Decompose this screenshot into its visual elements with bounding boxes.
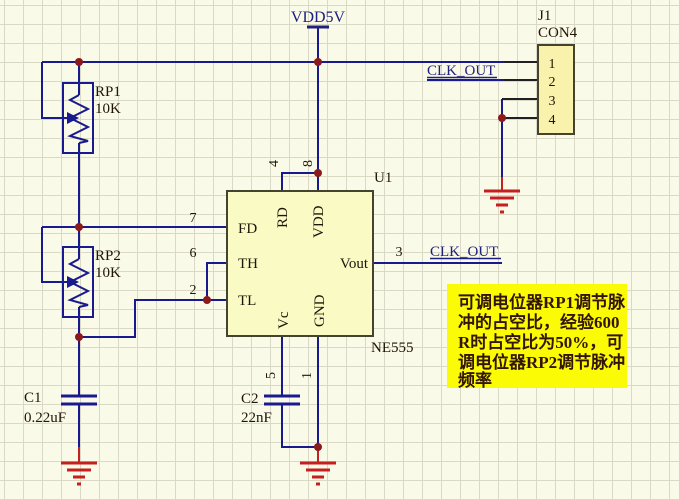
u1-pin-gnd-name: GND bbox=[312, 294, 328, 327]
u1-pin4-number: 4 bbox=[267, 160, 282, 167]
note-line-1: 可调电位器RP1调节脉 bbox=[458, 292, 626, 312]
vdd-label: VDD5V bbox=[291, 9, 346, 26]
c1-value: 0.22uF bbox=[24, 410, 66, 426]
u1-pin-rd-name: RD bbox=[275, 207, 291, 228]
j1-pin2-label: 2 bbox=[549, 75, 556, 90]
u1-ref: U1 bbox=[374, 170, 392, 186]
u1-pin8-number: 8 bbox=[301, 160, 316, 167]
u1-pin-vc-name: Vc bbox=[276, 311, 292, 329]
u1-pin-th-name: TH bbox=[238, 256, 258, 272]
note-background bbox=[447, 284, 627, 388]
j1-pin1-label: 1 bbox=[549, 57, 556, 72]
annotation-note: 可调电位器RP1调节脉 冲的占空比，经验600 R时占空比为50%，可 调电位器… bbox=[447, 284, 627, 390]
ground-c1 bbox=[61, 447, 97, 486]
rp1-resistor-icon bbox=[67, 94, 91, 144]
junction-dot bbox=[75, 58, 83, 66]
wire-c2-bottom bbox=[281, 404, 318, 448]
rp2-potentiometer: RP2 10K bbox=[62, 246, 121, 318]
rp2-ref: RP2 bbox=[95, 248, 121, 264]
rp1-body bbox=[62, 82, 94, 154]
u1-pin3-number: 3 bbox=[396, 245, 403, 260]
junction-dot bbox=[314, 443, 322, 451]
rp2-wiper-arrow-icon bbox=[67, 276, 79, 288]
wire-rp1-wiper-loop bbox=[41, 62, 68, 119]
rp1-potentiometer: RP1 10K bbox=[62, 82, 121, 154]
u1-pin7-number: 7 bbox=[190, 211, 197, 226]
junction-dot bbox=[498, 114, 506, 122]
c1-capacitor: C1 0.22uF bbox=[24, 390, 97, 426]
j1-pin4-label: 4 bbox=[549, 113, 556, 128]
ground-j1 bbox=[484, 177, 520, 214]
wire-tl bbox=[79, 299, 227, 338]
rp1-value: 10K bbox=[95, 101, 121, 117]
u1-pin5-number: 5 bbox=[264, 372, 279, 379]
u1-pin-tl-name: TL bbox=[238, 293, 256, 309]
note-line-5: 频率 bbox=[458, 370, 492, 390]
j1-ref: J1 bbox=[538, 8, 551, 24]
c2-capacitor: C2 22nF bbox=[241, 391, 300, 426]
u1-pin2-number: 2 bbox=[190, 283, 197, 298]
clkout-net-label-top: CLK_OUT bbox=[427, 63, 495, 79]
ground-ic bbox=[300, 447, 336, 486]
rp1-ref: RP1 bbox=[95, 84, 121, 100]
j1-pin3-label: 3 bbox=[549, 94, 556, 109]
vdd-power-symbol: VDD5V bbox=[291, 9, 346, 29]
u1-body bbox=[226, 190, 374, 337]
rp2-body bbox=[62, 246, 94, 318]
junction-dot bbox=[75, 333, 83, 341]
rp1-wiper-arrow-icon bbox=[67, 112, 79, 124]
junction-dots bbox=[75, 58, 506, 451]
note-line-4: 调电位器RP2调节脉冲 bbox=[458, 352, 625, 372]
wire-rp2-wiper-loop bbox=[41, 227, 68, 283]
u1-pin-fd-name: FD bbox=[238, 221, 257, 237]
rp2-value: 10K bbox=[95, 265, 121, 281]
wires bbox=[41, 27, 538, 448]
net-labels: CLK_OUT CLK_OUT bbox=[427, 63, 501, 260]
clkout-net-label-vout: CLK_OUT bbox=[430, 244, 498, 260]
j1-body bbox=[537, 44, 575, 135]
junction-dot bbox=[203, 296, 211, 304]
wire-rd bbox=[281, 172, 318, 191]
junction-dot bbox=[314, 169, 322, 177]
u1-pin6-number: 6 bbox=[190, 246, 197, 261]
u1-pin1-number: 1 bbox=[300, 372, 315, 379]
junction-dot bbox=[75, 223, 83, 231]
c2-value: 22nF bbox=[241, 410, 272, 426]
u1-part: NE555 bbox=[371, 340, 414, 356]
note-line-2: 冲的占空比，经验600 bbox=[458, 312, 620, 332]
j1-connector: J1 CON4 1 2 3 4 bbox=[537, 8, 578, 135]
junction-dot bbox=[314, 58, 322, 66]
connector-pin-stubs bbox=[502, 61, 538, 119]
wire-th bbox=[206, 262, 227, 300]
note-line-3: R时占空比为50%，可 bbox=[458, 332, 623, 352]
u1-pin-vdd-name: VDD bbox=[311, 205, 327, 238]
j1-part: CON4 bbox=[538, 25, 578, 41]
u1-pin-vout-name: Vout bbox=[340, 256, 369, 272]
c1-ref: C1 bbox=[24, 390, 42, 406]
rp2-resistor-icon bbox=[67, 258, 91, 308]
c2-ref: C2 bbox=[241, 391, 259, 407]
u1-ne555-ic: U1 NE555 FD TH TL Vout RD VDD Vc GND 7 6… bbox=[190, 160, 414, 379]
